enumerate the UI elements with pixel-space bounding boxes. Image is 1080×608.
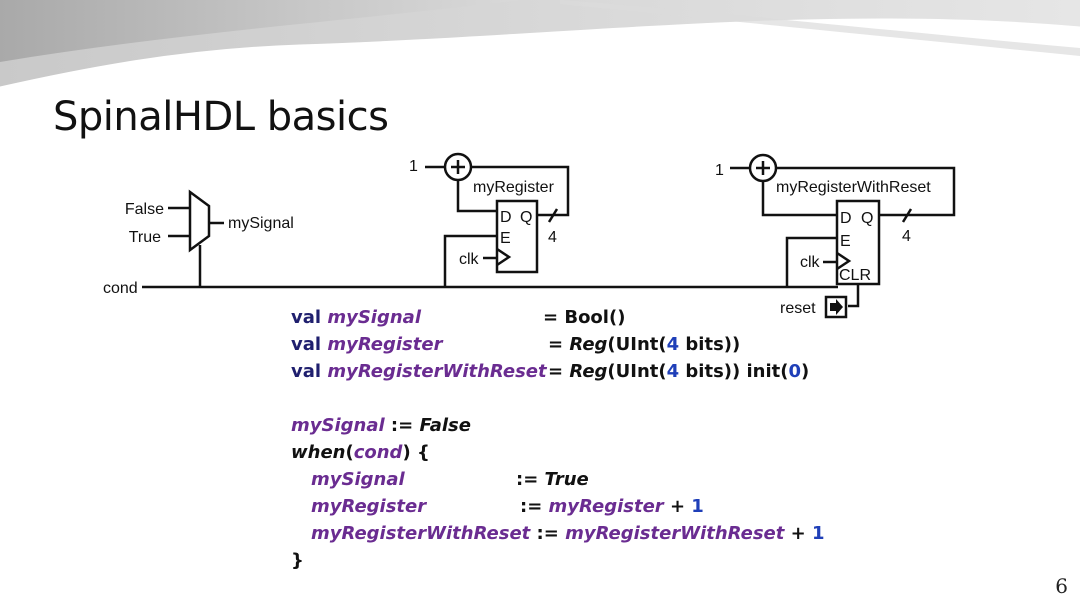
reset-arrow-icon <box>830 299 843 315</box>
register-with-reset-box <box>835 199 881 286</box>
reg2-clr-pin: CLR <box>839 267 871 284</box>
expression: bits)) <box>679 334 741 355</box>
operator: = <box>548 361 570 382</box>
reg1-d-pin: D <box>500 209 512 226</box>
code-line-2: val myRegister = Reg(UInt(4 bits)) <box>291 333 740 357</box>
reg2-reset-label: reset <box>780 300 816 317</box>
code-line-6: mySignal := True <box>311 468 589 492</box>
expression: = Bool() <box>543 307 626 328</box>
operator: + <box>663 496 692 517</box>
reg2-width-label: 4 <box>902 228 911 245</box>
keyword: val <box>291 334 322 355</box>
operator: := <box>516 469 545 490</box>
keyword: val <box>291 307 322 328</box>
identifier: mySignal <box>327 307 421 328</box>
number: 1 <box>811 523 825 544</box>
reg2-d-pin: D <box>840 210 852 227</box>
mux-output-label: mySignal <box>228 215 294 232</box>
code-line-8: myRegisterWithReset := myRegisterWithRes… <box>311 522 825 546</box>
slide-title: SpinalHDL basics <box>53 94 389 140</box>
keyword: when <box>291 442 346 463</box>
identifier: myRegister <box>548 496 664 517</box>
reg2-name: myRegisterWithReset <box>776 179 931 196</box>
closing-brace: } <box>291 550 304 571</box>
number: 0 <box>788 361 802 382</box>
code-line-4: mySignal := False <box>291 414 471 438</box>
operator: := <box>530 523 566 544</box>
literal: True <box>544 469 589 490</box>
identifier: cond <box>353 442 403 463</box>
punct: ) { <box>402 442 430 463</box>
code-line-9: } <box>291 549 304 573</box>
code-line-5: when(cond) { <box>291 441 430 465</box>
number: 4 <box>666 334 680 355</box>
operator: + <box>784 523 812 544</box>
keyword: val <box>291 361 322 382</box>
function-name: Reg <box>569 361 608 382</box>
reg2-inc-value: 1 <box>715 162 724 179</box>
reg1-inc-value: 1 <box>409 158 418 175</box>
identifier: myRegisterWithReset <box>311 523 531 544</box>
expression: ) <box>801 361 810 382</box>
identifier: myRegisterWithReset <box>327 361 547 382</box>
identifier: mySignal <box>291 415 385 436</box>
header-banner <box>0 0 1080 90</box>
operator: = <box>548 334 570 355</box>
literal: False <box>419 415 471 436</box>
reg1-name: myRegister <box>473 179 555 196</box>
operator: := <box>384 415 420 436</box>
punct: ( <box>345 442 354 463</box>
identifier: myRegister <box>327 334 443 355</box>
page-number: 6 <box>1055 574 1068 598</box>
reg1-q-pin: Q <box>520 209 532 226</box>
code-line-7: myRegister:= myRegister + 1 <box>311 495 704 519</box>
identifier: mySignal <box>311 469 405 490</box>
expression: (UInt( <box>607 361 667 382</box>
expression: (UInt( <box>607 334 667 355</box>
reg2-clk-label: clk <box>800 254 821 271</box>
reg2-e-pin: E <box>840 233 851 250</box>
mux-shape <box>188 189 211 253</box>
expression: bits)) init( <box>679 361 789 382</box>
number: 1 <box>691 496 704 517</box>
reg1-width-label: 4 <box>548 229 557 246</box>
function-name: Reg <box>569 334 608 355</box>
cond-label: cond <box>103 280 138 297</box>
identifier: myRegister <box>311 496 427 517</box>
code-line-1: val mySignal = Bool() <box>291 306 625 330</box>
reg2-q-pin: Q <box>861 210 873 227</box>
number: 4 <box>666 361 680 382</box>
reg1-e-pin: E <box>500 230 511 247</box>
identifier: myRegisterWithReset <box>565 523 785 544</box>
mux-input-false: False <box>125 201 164 218</box>
mux-input-true: True <box>129 229 161 246</box>
reg1-clk-label: clk <box>459 251 480 268</box>
operator: := <box>520 496 549 517</box>
code-line-3: val myRegisterWithReset= Reg(UInt(4 bits… <box>291 360 809 384</box>
